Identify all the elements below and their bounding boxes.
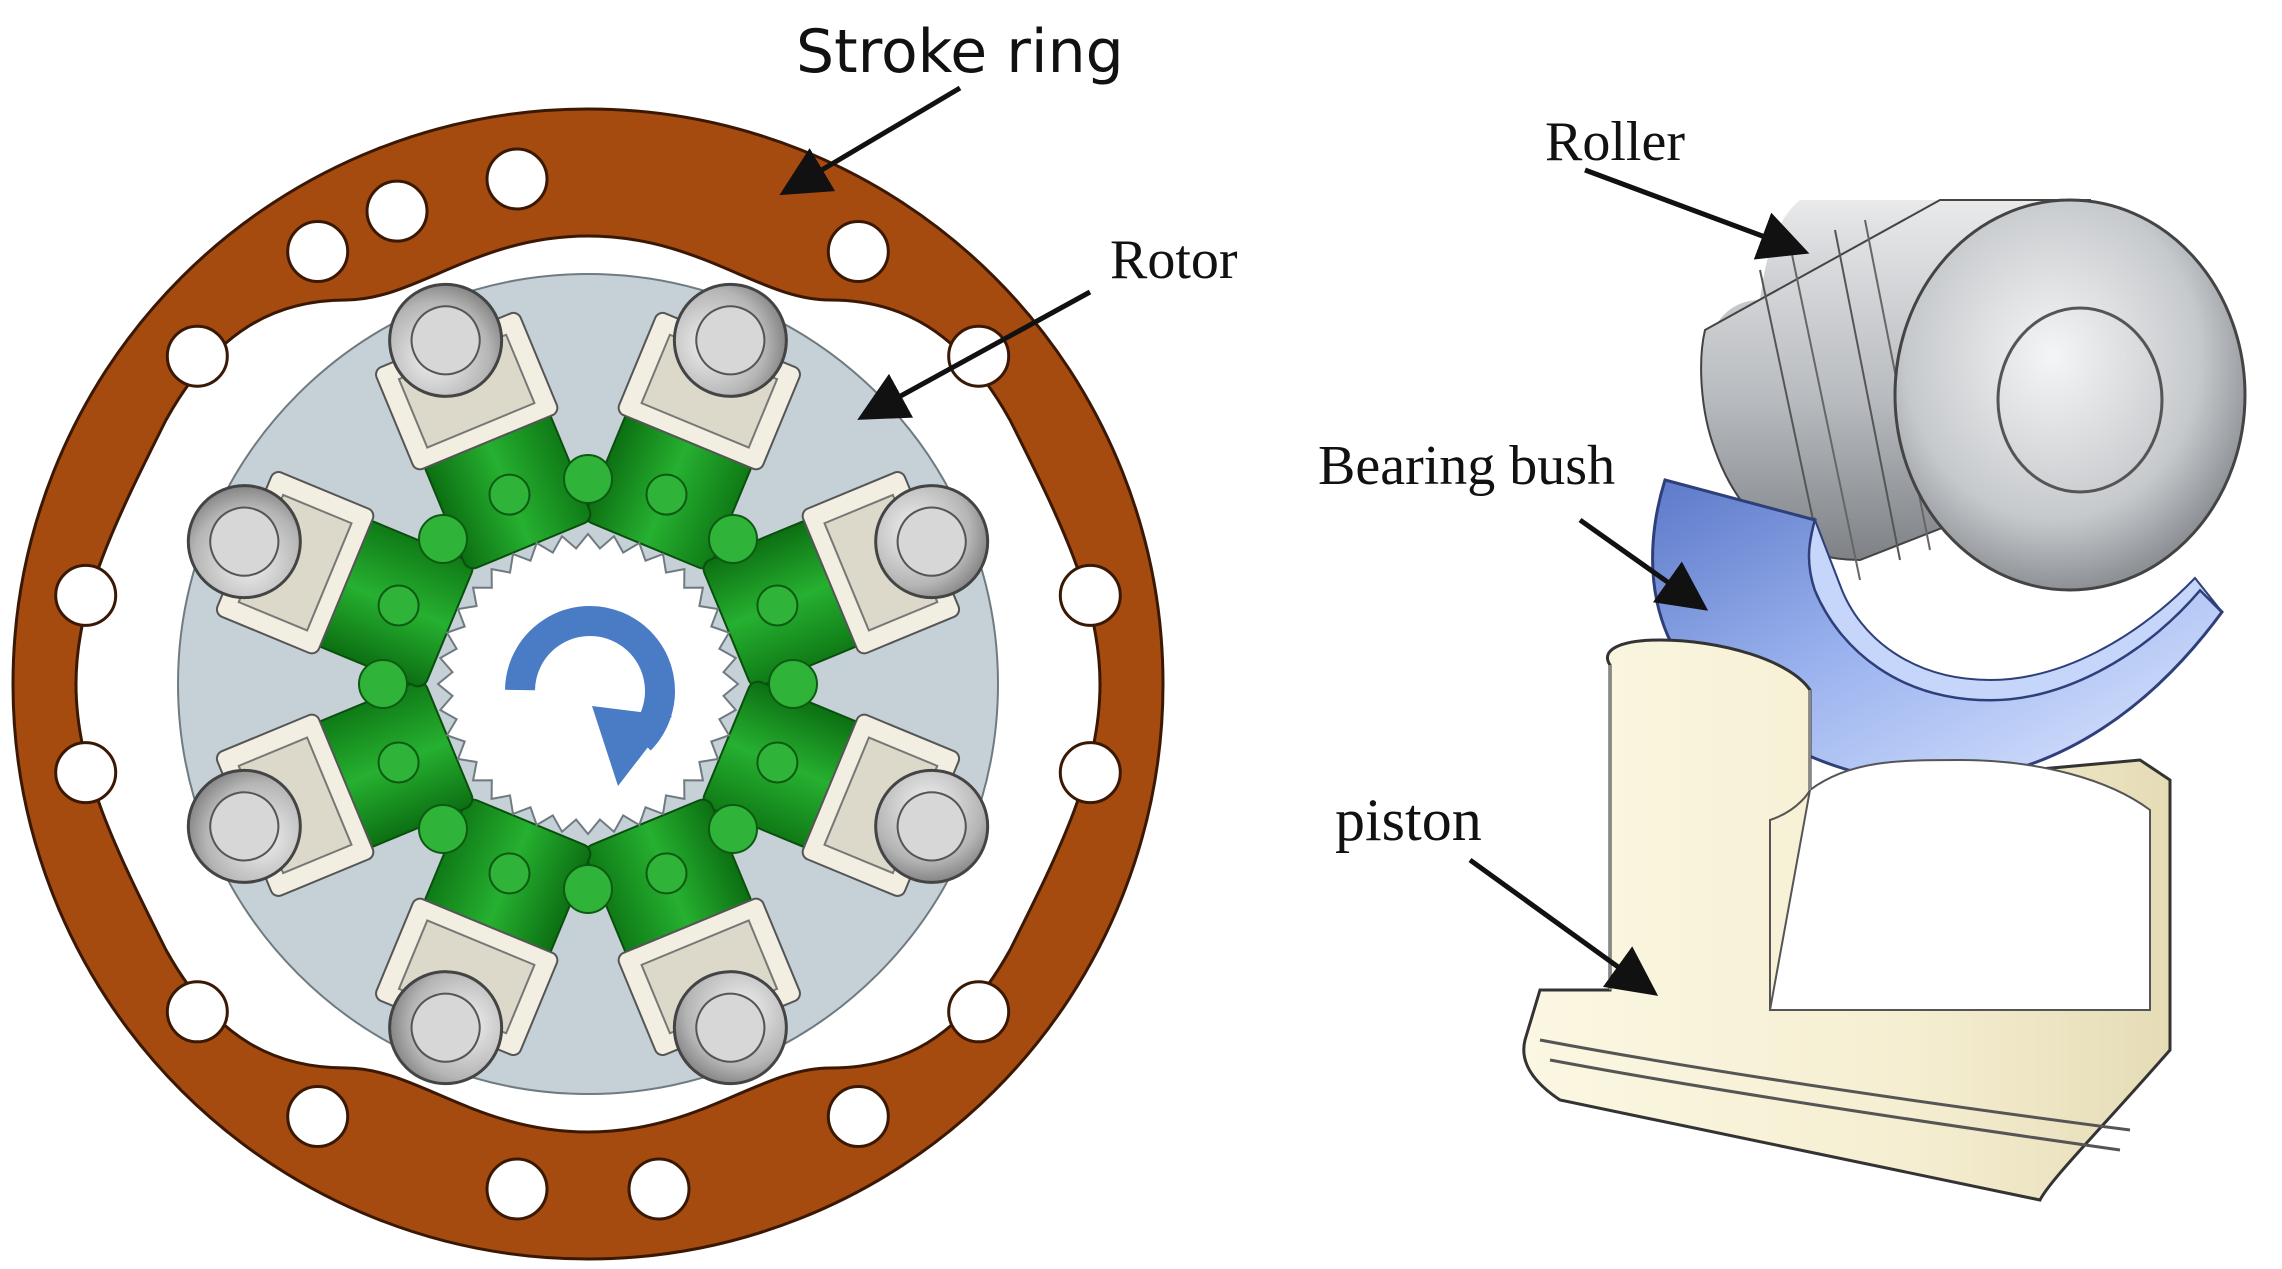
rotor-port (358, 659, 408, 709)
stroke-ring-holes (54, 147, 1122, 1221)
ring-hole (485, 1157, 549, 1221)
leader-roller (1584, 167, 1810, 260)
label-stroke-ring: Stroke ring (796, 17, 1124, 87)
piston-assembly-exploded-view (1522, 198, 2247, 1202)
spline-hub (436, 532, 740, 836)
rotor-port (768, 659, 818, 709)
rotor-port (756, 741, 799, 784)
ring-hole (947, 980, 1011, 1044)
annotations: Stroke ring Rotor Roller Bearing bush pi… (779, 17, 1810, 996)
rotor-port (377, 584, 420, 627)
ring-hole (826, 220, 890, 283)
ring-hole (1058, 563, 1122, 627)
rotor-port (488, 473, 531, 516)
ring-hole (826, 1085, 890, 1148)
clockwise-rotation-arrow-icon (505, 606, 675, 786)
label-rotor: Rotor (1110, 229, 1238, 291)
piston (1522, 638, 2172, 1202)
rotor-piston (375, 282, 592, 570)
rotor-port (563, 454, 613, 504)
rotor-piston (186, 471, 474, 688)
rotor-piston (702, 680, 990, 897)
rotor-port (418, 514, 468, 564)
motor-cross-section (11, 107, 1165, 1261)
label-bearing-bush: Bearing bush (1318, 435, 1615, 497)
ring-hole (485, 147, 549, 211)
ring-hole (54, 563, 118, 627)
rotor-port (756, 584, 799, 627)
ring-hole (286, 220, 350, 283)
ring-hole (286, 1085, 350, 1148)
leader-stroke-ring (779, 85, 962, 196)
leader-rotor (857, 289, 1092, 420)
ring-hole (165, 324, 229, 388)
label-roller: Roller (1545, 111, 1685, 173)
rotor-pistons (186, 282, 990, 1086)
rotor-port (488, 852, 531, 895)
label-piston: piston (1335, 787, 1482, 853)
rotor-port (418, 804, 468, 854)
rotor-port (645, 852, 688, 895)
leader-piston (1468, 857, 1659, 996)
ring-hole (54, 741, 118, 805)
leader-bearing-bush (1578, 517, 1709, 611)
roller (1700, 198, 2247, 601)
rotor-port (708, 804, 758, 854)
rotor-port (645, 473, 688, 516)
rotor-ports (358, 454, 818, 914)
rotor-piston (584, 798, 801, 1086)
ring-hole (947, 324, 1011, 388)
rotor-port (708, 514, 758, 564)
ring-hole (1058, 741, 1122, 805)
ring-hole (165, 980, 229, 1044)
rotor-piston (186, 680, 474, 897)
ring-hole (365, 179, 429, 243)
rotor-piston (375, 798, 592, 1086)
rotor-port (563, 864, 613, 914)
rotor-port (377, 741, 420, 784)
ring-hole (627, 1157, 691, 1221)
